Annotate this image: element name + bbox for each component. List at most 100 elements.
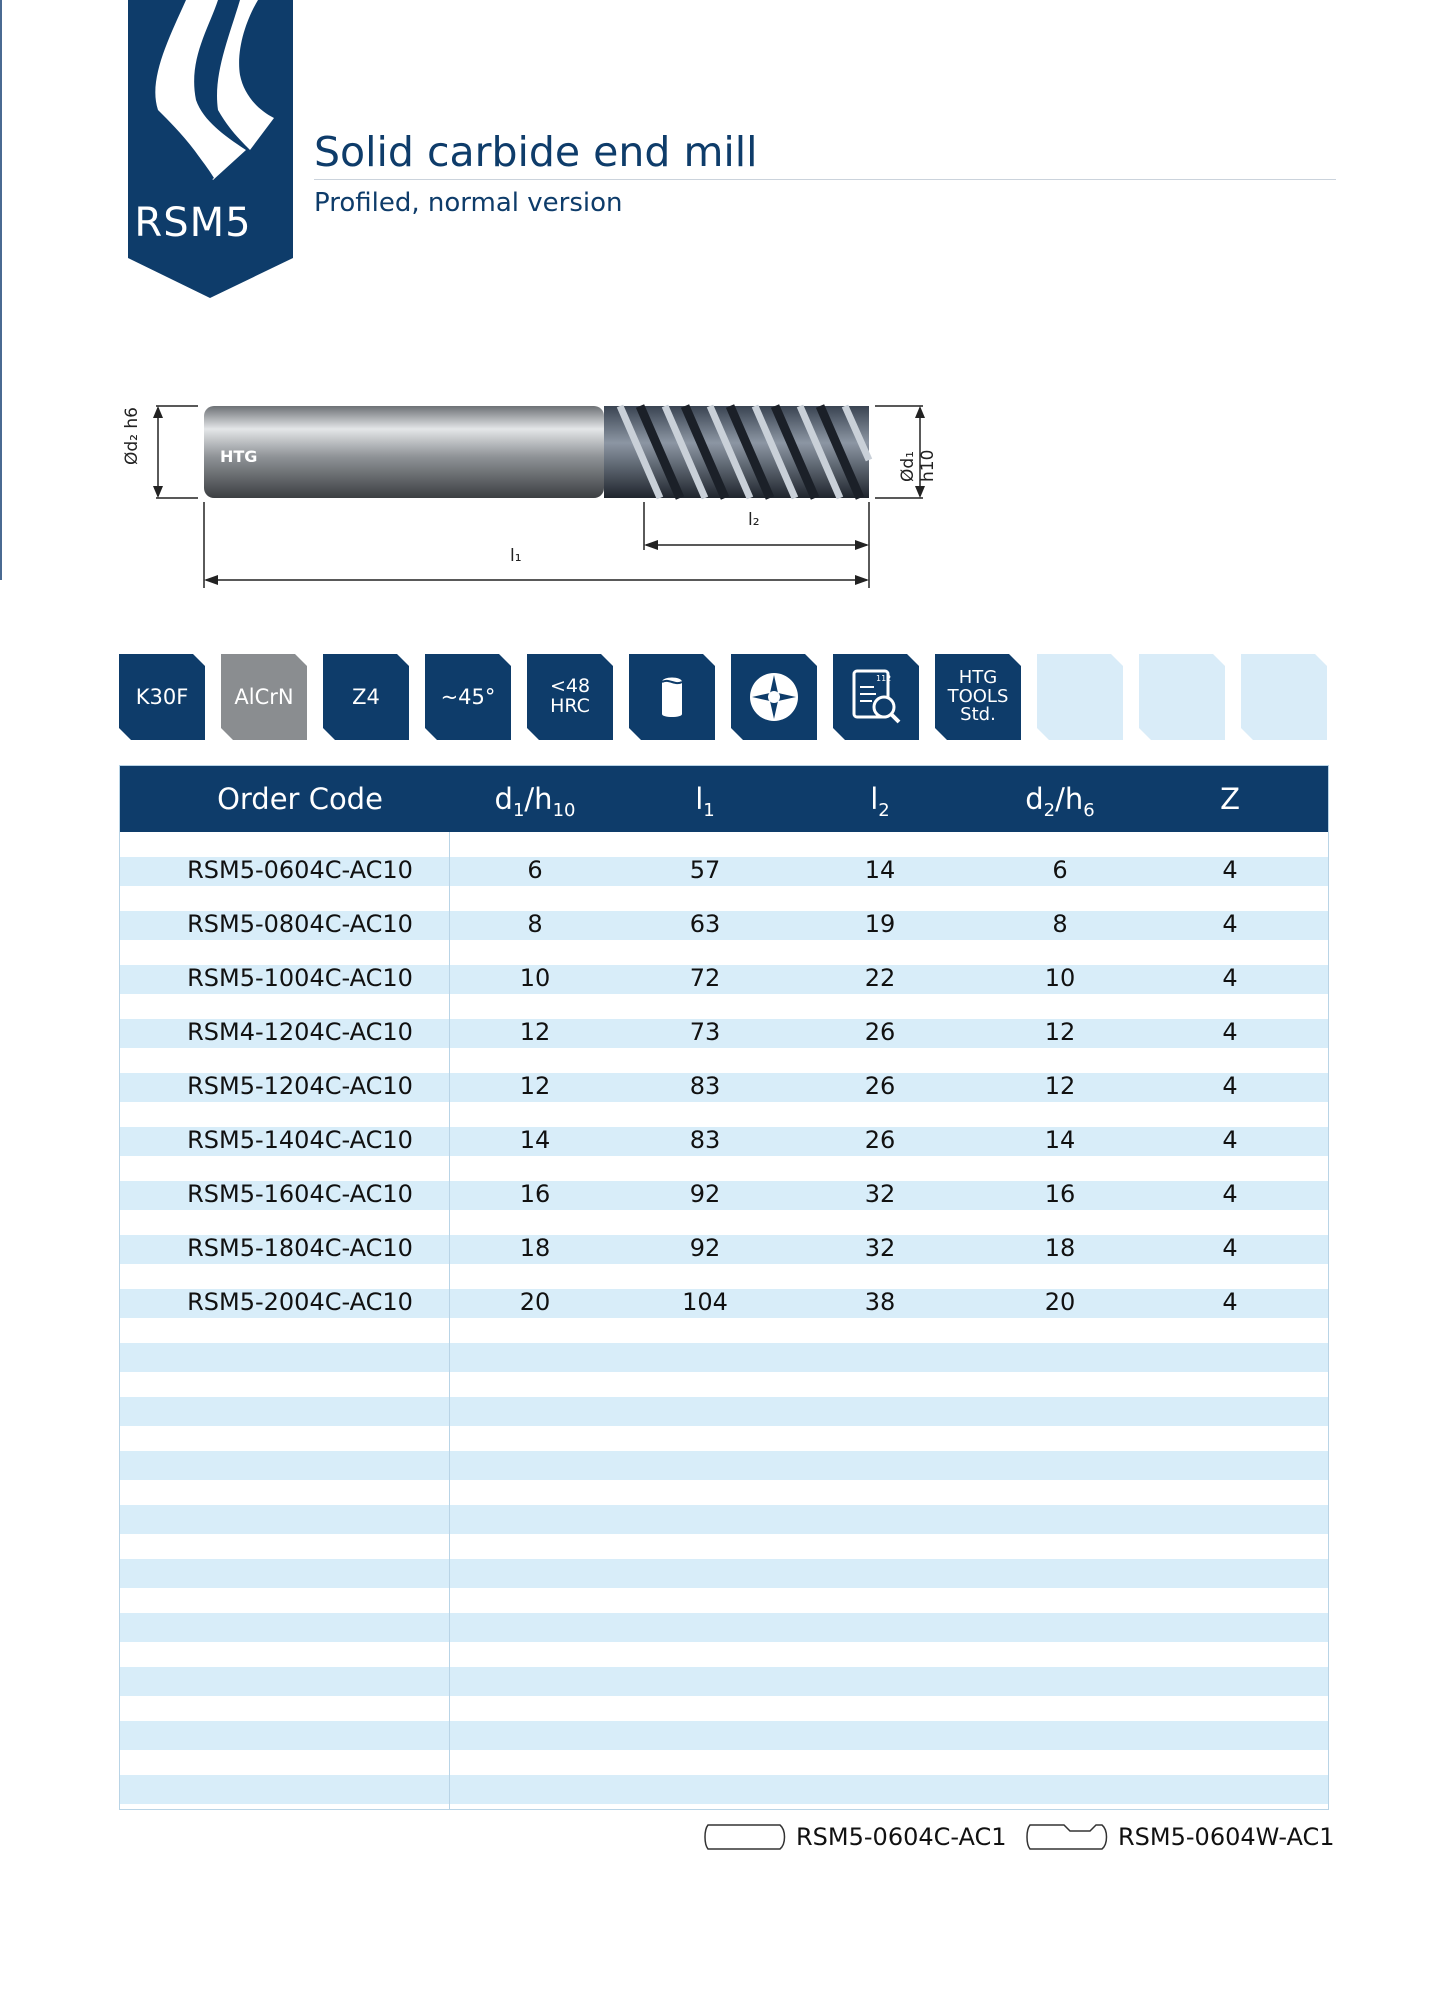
variant-c-reference: RSM5-0604C-AC1: [702, 1819, 1007, 1855]
coating-badge: AlCrN: [221, 654, 307, 740]
cell-z: [1150, 1716, 1310, 1752]
variant-w-code: RSM5-0604W-AC1: [1118, 1823, 1335, 1851]
cell-z: 4: [1222, 1018, 1238, 1046]
page-subtitle: Profiled, normal version: [314, 188, 623, 218]
cell-l2: [795, 1446, 965, 1482]
cell-l2: 22: [864, 964, 896, 992]
title-divider: [314, 179, 1336, 180]
cell-d2: [970, 1554, 1150, 1590]
cell-code: RSM5-0604C-AC10: [187, 856, 413, 884]
cell-code: [180, 1446, 420, 1482]
column-divider: [449, 832, 450, 1809]
cell-l2: [795, 1770, 965, 1806]
cell-z: 4: [1222, 1180, 1238, 1208]
cell-d2: [970, 1608, 1150, 1644]
cell-d2: 18: [1044, 1234, 1076, 1262]
cell-d2: [970, 1446, 1150, 1482]
cell-code: RSM5-2004C-AC10: [187, 1288, 413, 1316]
row-stripe: [120, 1775, 1328, 1804]
cell-d1: 8: [527, 910, 543, 938]
cell-l2: [795, 1662, 965, 1698]
cell-d1: 12: [519, 1072, 551, 1100]
cell-d2: 8: [1052, 910, 1068, 938]
cell-z: [1150, 1500, 1310, 1536]
cell-d1: [450, 1392, 620, 1428]
row-stripe: [120, 965, 1328, 994]
cell-l1: 57: [689, 856, 721, 884]
flute-count-badge: Z4: [323, 654, 409, 740]
cell-l1: [620, 1662, 790, 1698]
variant-c-code: RSM5-0604C-AC1: [796, 1823, 1007, 1851]
cell-d1: 16: [519, 1180, 551, 1208]
cell-d1: 12: [519, 1018, 551, 1046]
shank-icon: [629, 654, 715, 740]
cell-d2: 20: [1044, 1288, 1076, 1316]
cell-z: [1150, 1770, 1310, 1806]
cell-code: RSM5-1604C-AC10: [187, 1180, 413, 1208]
cell-l1: [620, 1446, 790, 1482]
header-l1: l1: [695, 782, 715, 821]
table-row: [120, 1588, 1328, 1642]
cell-code: RSM4-1204C-AC10: [187, 1018, 413, 1046]
cell-code: [180, 1338, 420, 1374]
cell-l1: 63: [689, 910, 721, 938]
flute-cross-section-icon: [731, 654, 817, 740]
row-stripe: [120, 1127, 1328, 1156]
row-stripe: [120, 1667, 1328, 1696]
cell-l2: [795, 1608, 965, 1644]
cell-l2: [795, 1392, 965, 1428]
cell-d1: [450, 1608, 620, 1644]
row-stripe: [120, 1397, 1328, 1426]
cell-code: [180, 1770, 420, 1806]
cell-z: 4: [1222, 1126, 1238, 1154]
cell-l1: [620, 1500, 790, 1536]
tool-drawing: HTG Ød₂ h6 Ød₁ h10 l₂ l₁: [120, 390, 950, 600]
cell-d1: [450, 1716, 620, 1752]
cell-z: [1150, 1338, 1310, 1374]
cell-d1: [450, 1446, 620, 1482]
row-stripe: [120, 1073, 1328, 1102]
table-row: [120, 1750, 1328, 1804]
cell-l1: 73: [689, 1018, 721, 1046]
cell-d2: [970, 1770, 1150, 1806]
end-mill-drawing-icon: HTG: [153, 404, 925, 588]
cell-l2: 26: [864, 1126, 896, 1154]
cell-l2: 14: [864, 856, 896, 884]
cell-d1: 14: [519, 1126, 551, 1154]
table-row: [120, 1372, 1328, 1426]
cell-l1: 72: [689, 964, 721, 992]
htg-standard-badge: HTG TOOLS Std.: [935, 654, 1021, 740]
row-stripe: [120, 1559, 1328, 1588]
cell-code: RSM5-1204C-AC10: [187, 1072, 413, 1100]
cell-z: [1150, 1608, 1310, 1644]
dimensions-table: Order Code d1/h10 l1 l2 d2/h6 Z RSM5-060…: [119, 765, 1329, 1810]
cell-d1: [450, 1662, 620, 1698]
row-stripe: [120, 1613, 1328, 1642]
table-row: [120, 1534, 1328, 1588]
header-d2: d2/h6: [1025, 782, 1095, 821]
cell-d2: [970, 1338, 1150, 1374]
table-row: [120, 1426, 1328, 1480]
cell-d2: 12: [1044, 1072, 1076, 1100]
cell-l2: 26: [864, 1018, 896, 1046]
cell-d1: 10: [519, 964, 551, 992]
dim-d1-label: Ød₁ h10: [898, 449, 938, 482]
variant-w-reference: RSM5-0604W-AC1: [1024, 1819, 1335, 1855]
cell-l2: 26: [864, 1072, 896, 1100]
empty-badge: [1037, 654, 1123, 740]
table-row: [120, 1642, 1328, 1696]
cell-l1: 83: [689, 1126, 721, 1154]
cell-d2: [970, 1392, 1150, 1428]
weldon-shank-icon: [1026, 1824, 1108, 1850]
product-banner: RSM5: [128, 0, 293, 298]
row-stripe: [120, 1343, 1328, 1372]
cell-l2: 19: [864, 910, 896, 938]
cell-l2: 38: [864, 1288, 896, 1316]
cell-z: 4: [1222, 910, 1238, 938]
cell-l2: [795, 1500, 965, 1536]
